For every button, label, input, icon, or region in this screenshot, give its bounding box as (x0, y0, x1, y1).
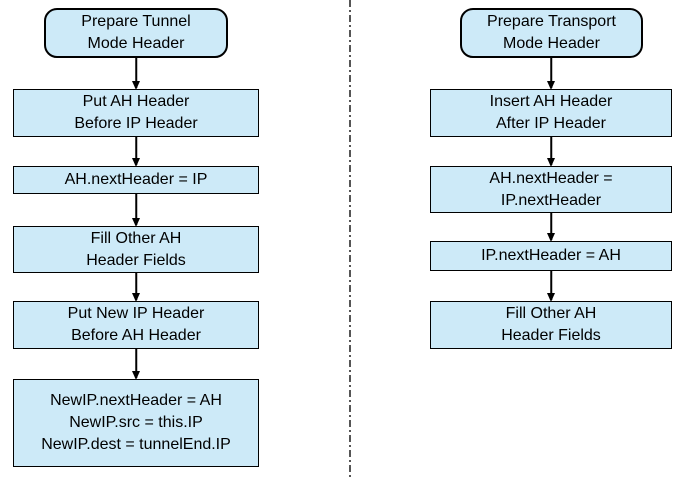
arrow-down-icon (546, 213, 556, 242)
node-put-new-ip-header-before-ah-header: Put New IP Header Before AH Header (13, 301, 259, 349)
node-ah-nextheader-equals-ip: AH.nextHeader = IP (13, 166, 259, 194)
arrow-down-icon (546, 271, 556, 302)
node-newip-assignments: NewIP.nextHeader = AH NewIP.src = this.I… (13, 379, 259, 467)
column-divider-line (349, 0, 351, 479)
arrow-down-icon (546, 58, 556, 90)
node-ip-nextheader-equals-ah: IP.nextHeader = AH (430, 241, 672, 271)
node-fill-other-ah-header-fields-transport: Fill Other AH Header Fields (430, 301, 672, 349)
arrow-down-icon (131, 58, 141, 90)
arrow-down-icon (131, 194, 141, 227)
node-ah-nextheader-equals-ip-nextheader: AH.nextHeader = IP.nextHeader (430, 166, 672, 213)
arrow-down-icon (546, 137, 556, 167)
arrow-down-icon (131, 273, 141, 302)
node-prepare-transport-mode-header: Prepare Transport Mode Header (460, 8, 643, 58)
arrow-down-icon (131, 349, 141, 380)
node-insert-ah-header-after-ip-header: Insert AH Header After IP Header (430, 89, 672, 137)
arrow-down-icon (131, 137, 141, 167)
node-prepare-tunnel-mode-header: Prepare Tunnel Mode Header (44, 8, 228, 58)
node-put-ah-header-before-ip-header: Put AH Header Before IP Header (13, 89, 259, 137)
node-fill-other-ah-header-fields-tunnel: Fill Other AH Header Fields (13, 226, 259, 273)
